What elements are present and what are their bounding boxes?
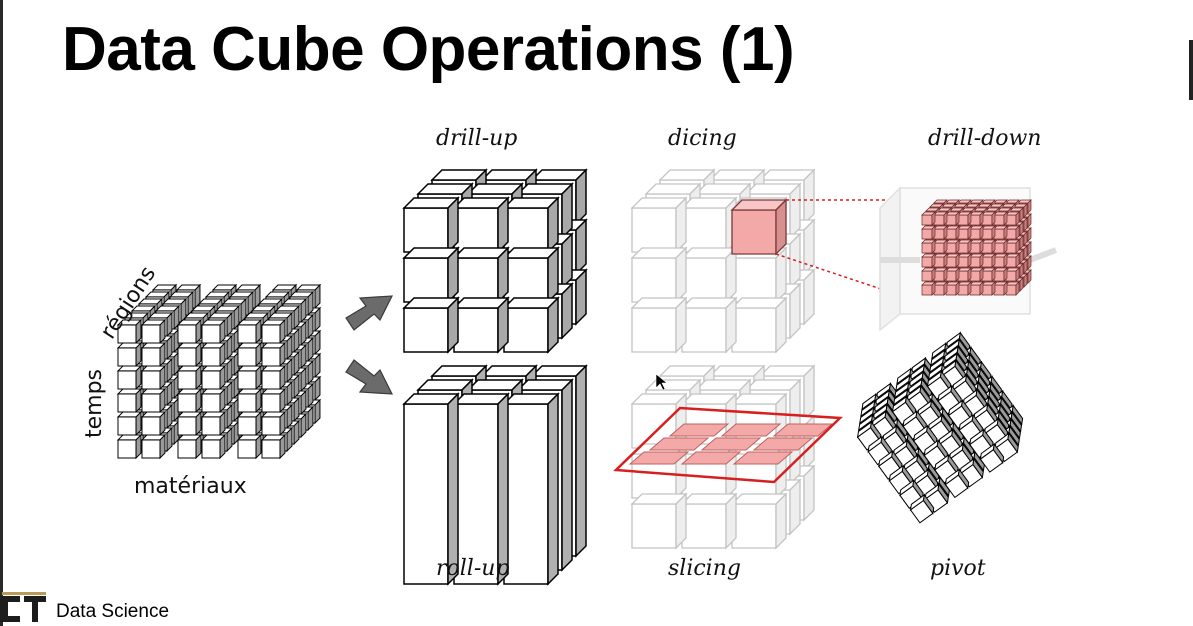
dicing-cube <box>631 169 920 353</box>
footer-brand: Data Science <box>56 601 170 622</box>
slide-left-edge <box>0 0 3 626</box>
arrow-up-icon <box>345 295 394 331</box>
axis-label-materiaux: matériaux <box>134 474 247 499</box>
pivot-cube <box>854 332 1026 524</box>
mouse-cursor-icon <box>655 373 668 391</box>
slide-title: Data Cube Operations (1) <box>62 15 795 84</box>
label-drill-down: drill-down <box>928 126 1042 151</box>
source-cube <box>117 284 321 459</box>
label-slicing: slicing <box>668 556 741 581</box>
label-drill-up: drill-up <box>436 126 518 151</box>
slicing-cube <box>613 365 843 549</box>
label-roll-up: roll-up <box>436 556 510 581</box>
slide-right-edge <box>1189 40 1193 100</box>
label-dicing: dicing <box>668 126 737 151</box>
drill-up-cube <box>403 169 587 353</box>
drill-down-cube <box>879 186 1058 332</box>
arrow-down-icon <box>345 359 394 395</box>
university-logo-icon <box>0 592 46 622</box>
roll-up-cube <box>403 365 587 585</box>
axis-label-temps: temps <box>82 368 107 438</box>
label-pivot: pivot <box>930 556 986 581</box>
